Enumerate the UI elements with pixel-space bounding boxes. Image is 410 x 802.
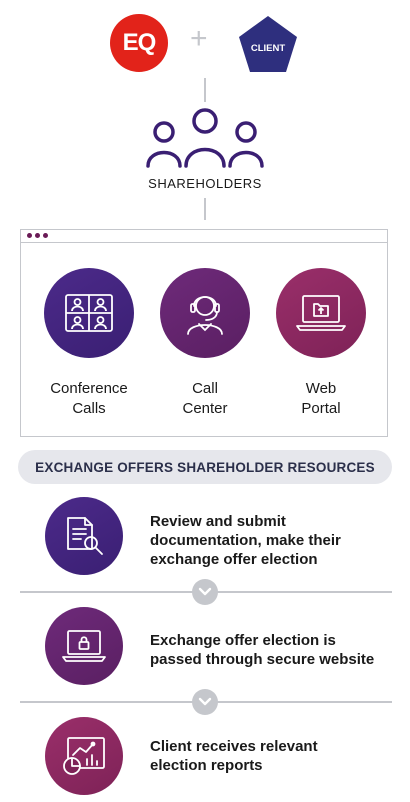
resource-label-line: Calls xyxy=(72,400,106,417)
conference-calls-circle xyxy=(44,268,134,358)
chevron-down-icon xyxy=(192,689,218,715)
pentagon-shape: CLIENT xyxy=(239,16,297,72)
resource-label-line: Conference xyxy=(50,380,128,397)
step-text-line: passed through secure website xyxy=(150,651,375,668)
laptop-lock-icon xyxy=(62,630,106,662)
window-dot-icon xyxy=(27,233,32,238)
step-text-secure-website: Exchange offer election is passed throug… xyxy=(150,631,390,669)
client-badge: CLIENT xyxy=(237,14,299,74)
browser-title-bar xyxy=(21,230,387,243)
headset-agent-icon xyxy=(187,296,223,335)
step-text-line: documentation, make their xyxy=(150,532,341,549)
resource-label-line: Web xyxy=(305,380,337,397)
resource-label-call-center: Call Center xyxy=(145,379,265,419)
step-circle-reports xyxy=(45,717,123,795)
window-dot-icon xyxy=(43,233,48,238)
connector-line xyxy=(204,198,206,220)
shareholders-label: SHAREHOLDERS xyxy=(148,176,262,191)
laptop-upload-icon xyxy=(296,295,346,331)
plus-sign: + xyxy=(190,22,208,55)
window-dot-icon xyxy=(35,233,40,238)
resource-label-line: Portal xyxy=(301,400,341,417)
web-portal-circle xyxy=(276,268,366,358)
shareholders-group-icon xyxy=(140,108,270,170)
step-text-line: exchange offer election xyxy=(150,551,318,568)
step-text-line: Client receives relevant xyxy=(150,738,318,755)
resources-banner: EXCHANGE OFFERS SHAREHOLDER RESOURCES xyxy=(18,450,392,484)
step-circle-secure-website xyxy=(45,607,123,685)
step-text-review: Review and submit documentation, make th… xyxy=(150,512,390,569)
resource-label-conference-calls: Conference Calls xyxy=(29,379,149,419)
step-text-reports: Client receives relevant election report… xyxy=(150,737,390,775)
video-conference-icon xyxy=(65,294,113,332)
connector-line xyxy=(204,78,206,102)
resource-label-web-portal: Web Portal xyxy=(261,379,381,419)
step-text-line: election reports xyxy=(150,757,263,774)
resource-label-line: Call xyxy=(192,380,218,397)
client-badge-label: CLIENT xyxy=(251,43,286,54)
call-center-circle xyxy=(160,268,250,358)
document-search-icon xyxy=(67,517,103,555)
browser-window-frame xyxy=(20,229,388,437)
step-text-line: Review and submit xyxy=(150,513,286,530)
report-charts-icon xyxy=(63,737,105,775)
step-circle-review xyxy=(45,497,123,575)
chevron-down-icon xyxy=(192,579,218,605)
resource-label-line: Center xyxy=(182,400,228,417)
eq-logo: EQ xyxy=(110,14,168,72)
step-text-line: Exchange offer election is xyxy=(150,632,336,649)
